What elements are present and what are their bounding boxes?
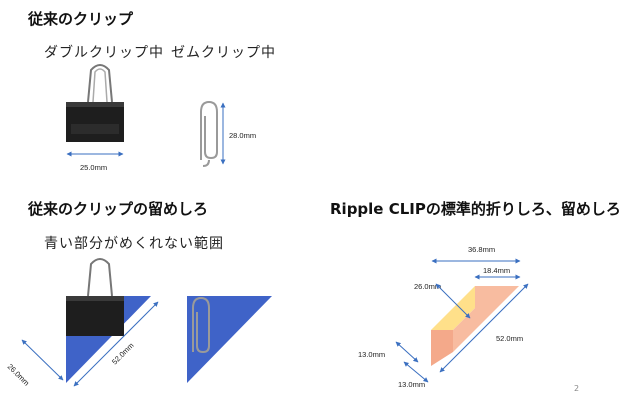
heading-conventional-clips: 従来のクリップ — [28, 10, 134, 28]
heading-ripple-margin: Ripple CLIPの標準的折りしろ、留めしろ — [330, 200, 620, 218]
label-gem-clip: ゼムクリップ中 — [171, 45, 276, 61]
gem-clip-margin-icon — [192, 296, 210, 354]
ripple-small-arrow-2 — [403, 361, 429, 383]
ripple-small-arrow-1 — [395, 341, 419, 363]
dim-double-width: 25.0mm — [80, 163, 108, 172]
double-clip-margin-icon — [66, 258, 124, 336]
dim-ripple-top-half: 18.4mm — [483, 266, 511, 275]
dim-gem-height: 28.0mm — [229, 131, 257, 140]
dim-ripple-top: 36.8mm — [468, 245, 496, 254]
caption-blue-region: 青い部分がめくれない範囲 — [44, 236, 224, 252]
label-double-clip: ダブルクリップ中 — [44, 45, 164, 61]
ripple-diag-arrow — [439, 283, 529, 373]
gem-clip-icon — [200, 100, 218, 167]
blue-region-gem — [187, 296, 272, 383]
heading-conventional-margin: 従来のクリップの留めしろ — [28, 200, 209, 218]
double-clip-icon — [66, 64, 124, 142]
margin-diag-arrow — [73, 301, 159, 387]
dim-ripple-small-1: 13.0mm — [358, 350, 386, 359]
ripple-clip-shape — [431, 286, 519, 366]
dim-ripple-side: 26.0mm — [414, 282, 442, 291]
dim-ripple-small-2: 13.0mm — [398, 380, 426, 389]
page-number: 2 — [574, 384, 580, 393]
margin-side-arrow — [21, 339, 64, 381]
